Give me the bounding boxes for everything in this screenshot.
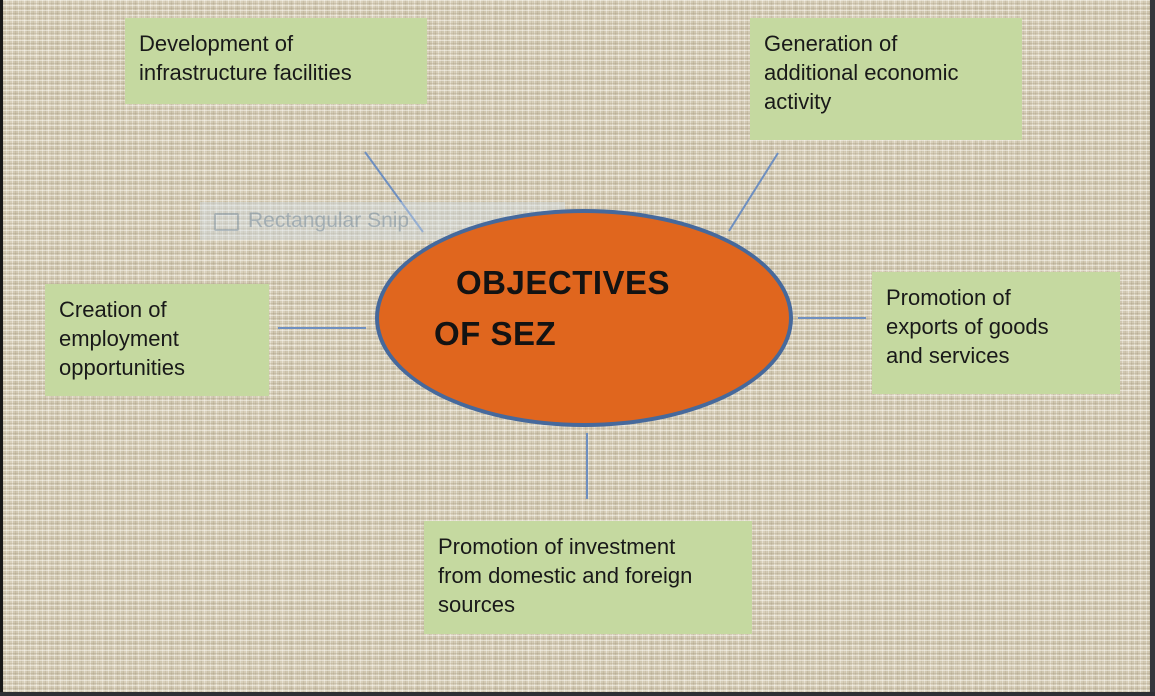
- screen-edge-bottom: [0, 692, 1155, 696]
- center-ellipse: OBJECTIVES OF SEZ: [375, 209, 793, 427]
- node-creation-employment: Creation of employment opportunities: [45, 284, 269, 396]
- node-promotion-investment: Promotion of investment from domestic an…: [424, 521, 752, 634]
- screen-edge-right: [1150, 0, 1155, 696]
- center-ellipse-title: OBJECTIVES OF SEZ: [434, 264, 671, 353]
- node-promotion-exports: Promotion of exports of goods and servic…: [872, 272, 1120, 394]
- screen-edge-left: [0, 0, 3, 696]
- node-development-infrastructure: Development of infrastructure facilities: [125, 18, 427, 104]
- node-generation-economic-activity: Generation of additional economic activi…: [750, 18, 1022, 140]
